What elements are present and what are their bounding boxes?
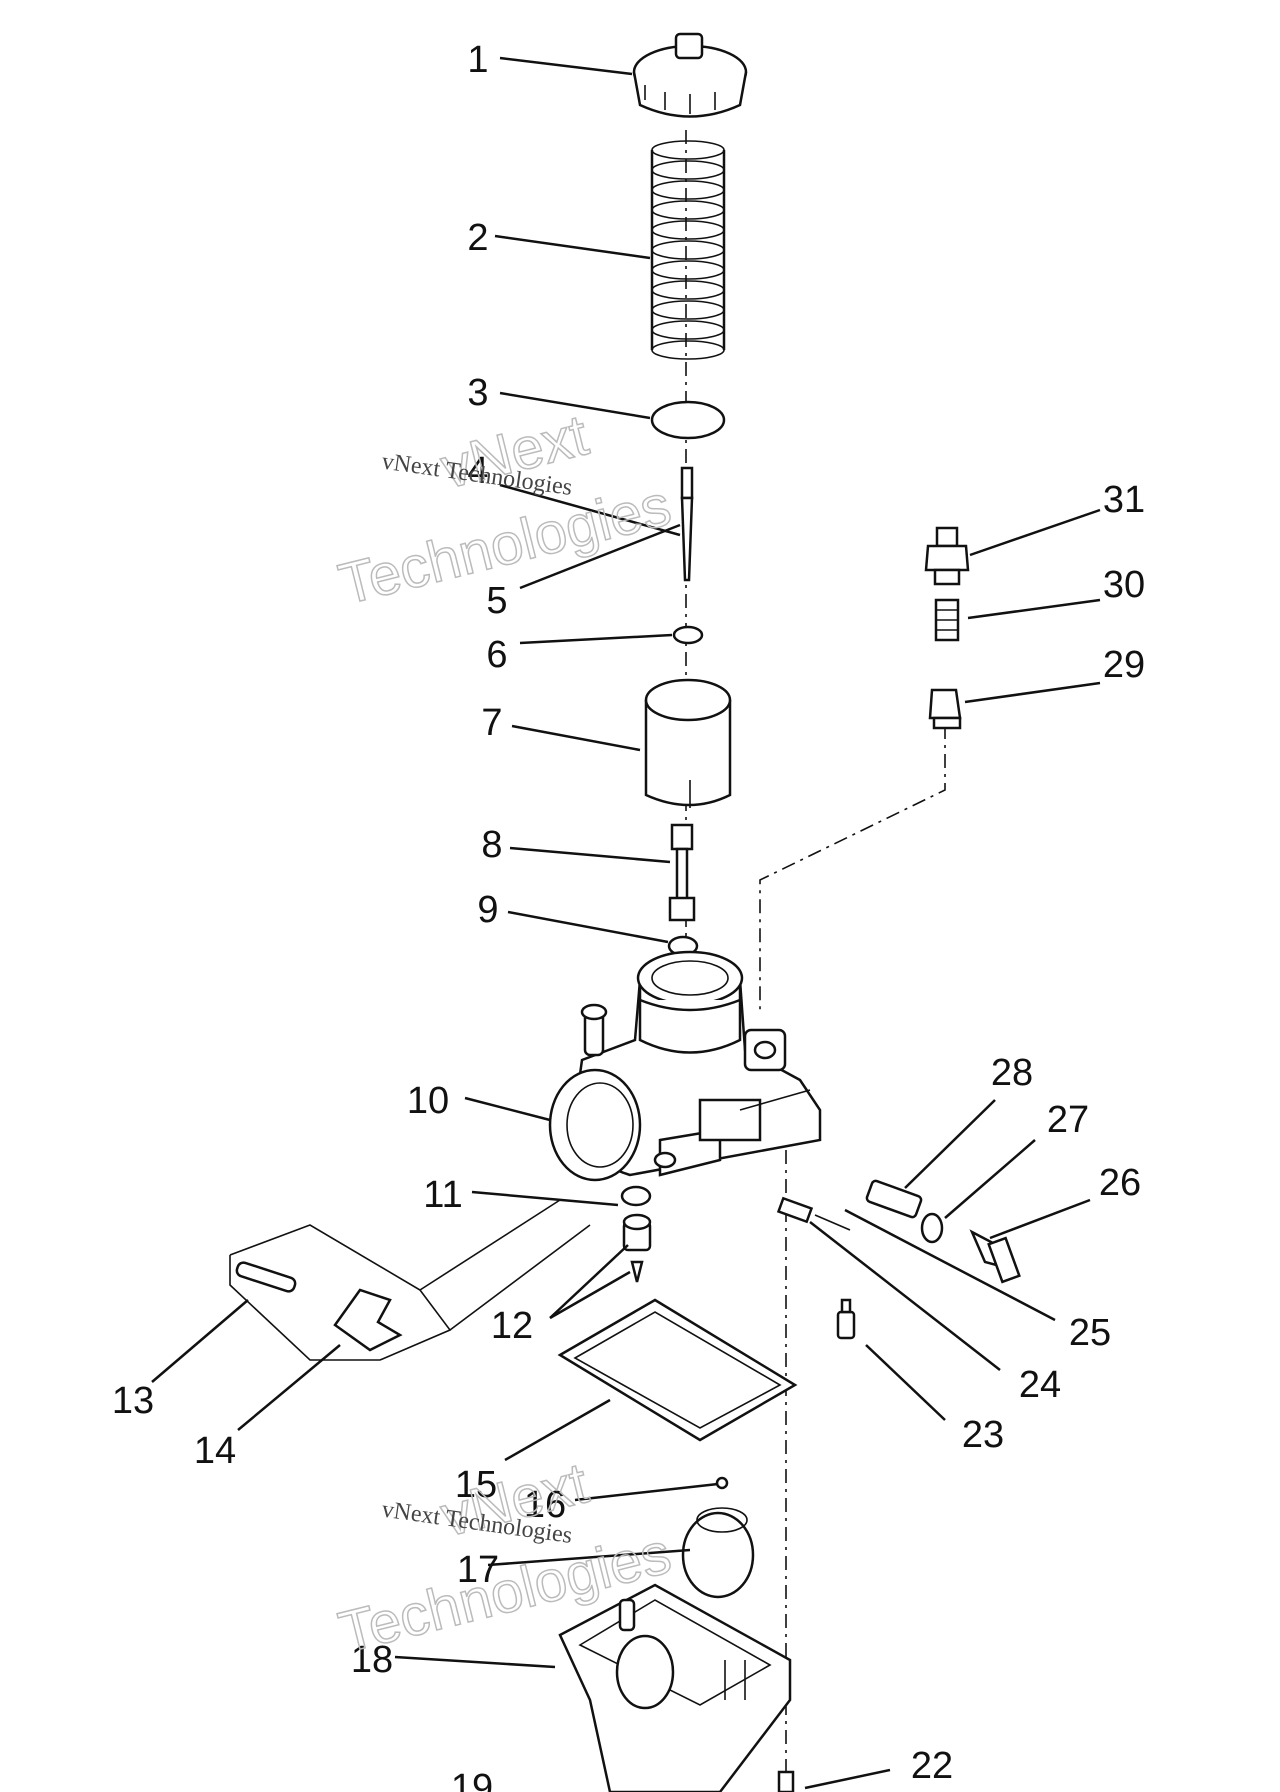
callout-11: 11 xyxy=(423,1174,462,1216)
part-float-valve xyxy=(620,1185,652,1283)
callout-numbers: 1 2 3 4 5 6 7 8 9 10 11 12 13 14 15 16 1… xyxy=(112,39,1145,1792)
callout-16: 16 xyxy=(524,1484,566,1526)
part-needle-jet xyxy=(668,823,696,922)
callout-19: 19 xyxy=(451,1767,493,1792)
part-retainer-plate xyxy=(650,400,726,440)
part-air-screw xyxy=(865,1179,1021,1284)
callout-12: 12 xyxy=(491,1305,533,1347)
callout-28: 28 xyxy=(991,1052,1033,1094)
part-carburetor-body xyxy=(548,950,822,1182)
part-ball xyxy=(715,1476,729,1490)
part-gasket xyxy=(557,1298,798,1442)
part-float-bowl xyxy=(558,1583,792,1792)
callout-10: 10 xyxy=(407,1080,449,1122)
part-float-arm xyxy=(229,1199,591,1361)
callout-1: 1 xyxy=(467,39,488,81)
callout-3: 3 xyxy=(467,372,488,414)
part-drain-screw xyxy=(777,1770,795,1792)
callout-18: 18 xyxy=(351,1639,393,1681)
part-ring xyxy=(672,625,704,645)
part-needle xyxy=(680,466,694,582)
callout-15: 15 xyxy=(455,1464,497,1506)
callout-24: 24 xyxy=(1019,1364,1061,1406)
callout-23: 23 xyxy=(962,1414,1004,1456)
callout-6: 6 xyxy=(486,634,507,676)
callout-9: 9 xyxy=(477,889,498,931)
callout-25: 25 xyxy=(1069,1312,1111,1354)
callout-30: 30 xyxy=(1103,564,1145,606)
right-axis xyxy=(759,725,946,1010)
callout-4: 4 xyxy=(467,450,488,492)
part-spring xyxy=(650,140,726,360)
part-starter-plunger xyxy=(924,526,970,730)
part-float xyxy=(681,1507,755,1599)
callout-27: 27 xyxy=(1047,1099,1089,1141)
callout-7: 7 xyxy=(481,702,502,744)
callout-2: 2 xyxy=(467,217,488,259)
part-main-jet xyxy=(836,1298,856,1340)
callout-26: 26 xyxy=(1099,1162,1141,1204)
part-cap xyxy=(632,32,748,118)
callout-31: 31 xyxy=(1103,479,1145,521)
leader-lines xyxy=(151,56,1101,1790)
callout-14: 14 xyxy=(194,1430,236,1472)
callout-29: 29 xyxy=(1103,644,1145,686)
callout-8: 8 xyxy=(481,824,502,866)
part-throttle-slide xyxy=(644,678,732,808)
callout-13: 13 xyxy=(112,1380,154,1422)
callout-17: 17 xyxy=(457,1549,499,1591)
callout-5: 5 xyxy=(486,580,507,622)
part-idle-screw xyxy=(776,1196,851,1231)
callout-22: 22 xyxy=(911,1745,953,1787)
